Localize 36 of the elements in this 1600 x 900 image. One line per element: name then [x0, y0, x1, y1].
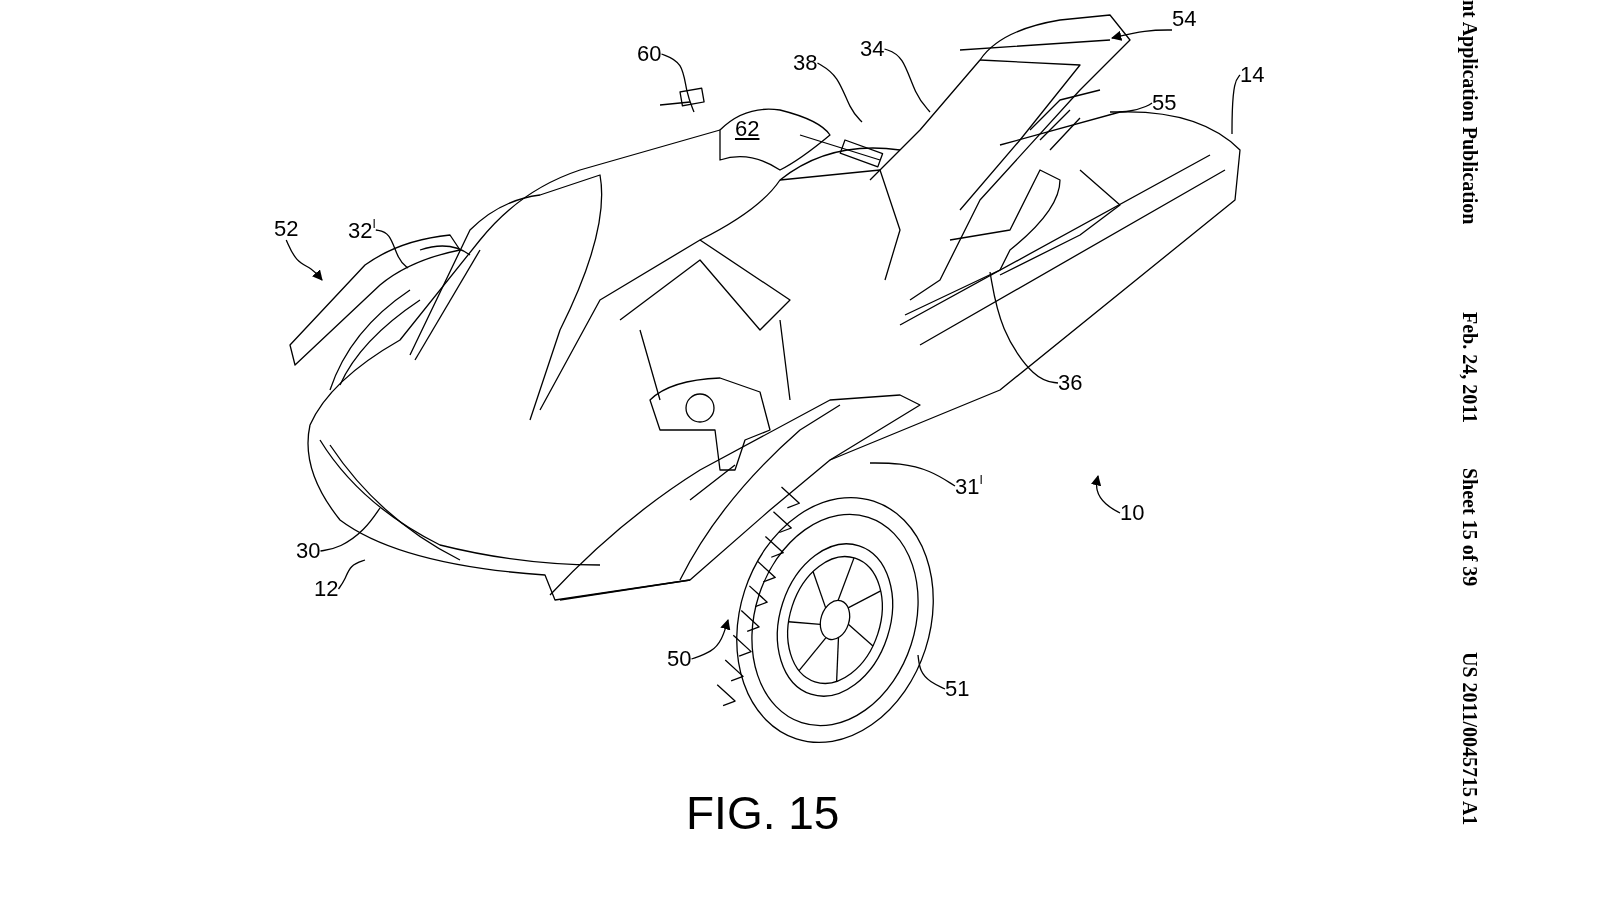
- header-text: nt Application Publication: [1460, 0, 1480, 225]
- arrow: [1090, 475, 1121, 514]
- callout-number: 38: [793, 52, 818, 74]
- arrow: [690, 619, 731, 660]
- leader-line: [337, 559, 366, 590]
- callout-number: 36: [1058, 372, 1083, 394]
- callout-number: 32$^{I}$: [348, 218, 376, 242]
- leader-line: [375, 229, 409, 269]
- figure-caption: FIG. 15: [686, 790, 840, 836]
- callout-number: 52: [274, 218, 299, 240]
- callout-number: 54: [1172, 8, 1197, 30]
- callout-number: 30: [296, 540, 321, 562]
- callout-number: 60: [637, 43, 662, 65]
- leader-line: [989, 271, 1059, 384]
- callout-number: 10: [1120, 502, 1145, 524]
- leader-line: [319, 507, 381, 552]
- leader-line: [1109, 102, 1153, 113]
- callout-number: 14: [1240, 64, 1265, 86]
- leader-line: [816, 62, 863, 123]
- callout-number: 50: [667, 648, 692, 670]
- leader-line: [660, 53, 695, 113]
- part-number: 62: [735, 118, 760, 140]
- callout-number: 51: [945, 678, 970, 700]
- callout-number: 31$^{I}$: [955, 474, 983, 498]
- leader-line: [869, 462, 956, 487]
- leader-line: [1231, 74, 1241, 135]
- header-text: Feb. 24, 2011: [1460, 312, 1480, 424]
- callout-number: 55: [1152, 92, 1177, 114]
- header-text: Sheet 15 of 39: [1460, 468, 1480, 587]
- arrow: [285, 239, 323, 281]
- header-text: US 2011/0045715 A1: [1460, 652, 1480, 826]
- callout-number: 12: [314, 578, 339, 600]
- leader-line: [883, 48, 931, 113]
- callout-number: 34: [860, 38, 885, 60]
- arrow: [1111, 29, 1173, 41]
- leader-line: [917, 654, 946, 690]
